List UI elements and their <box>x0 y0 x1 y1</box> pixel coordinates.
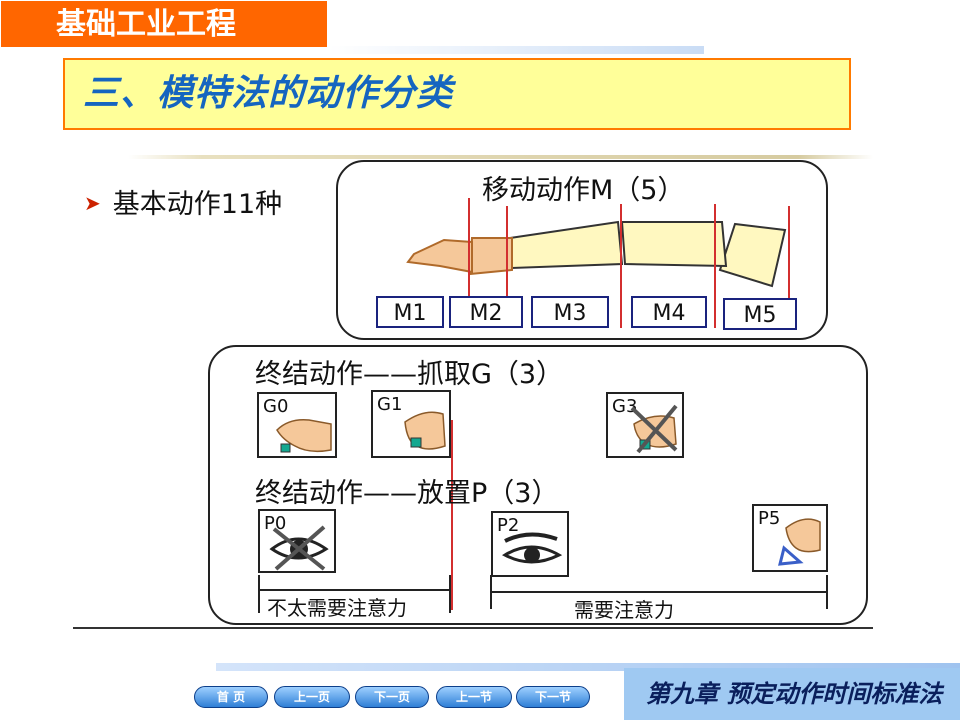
m1-box: M1 <box>376 296 444 328</box>
eye-icon <box>501 532 563 564</box>
bottom-stripe <box>216 663 960 671</box>
move-marker-5 <box>788 206 790 330</box>
brace-right-line <box>490 591 828 593</box>
m4-box: M4 <box>631 296 707 328</box>
title-box: 三、模特法的动作分类 <box>63 58 851 130</box>
bullet-item: ➤ 基本动作11种 <box>84 182 282 221</box>
chapter-label: 第九章 预定动作时间标准法 <box>646 679 943 708</box>
move-marker-1 <box>468 198 470 328</box>
m2-box: M2 <box>449 296 523 328</box>
brace-left-start <box>258 575 260 613</box>
elbow-arm-shape <box>620 221 728 268</box>
forearm-shape <box>508 220 624 270</box>
m3-box: M3 <box>531 296 609 328</box>
p2-label: P2 <box>497 515 520 536</box>
place-title: 终结动作——放置P（3） <box>255 478 559 509</box>
g1-card: G1 <box>371 390 451 458</box>
nav-home-button[interactable]: 首 页 <box>194 686 268 708</box>
move-panel-title: 移动动作M（5） <box>482 175 685 206</box>
g0-card: G0 <box>257 392 337 458</box>
bullet-arrow-icon: ➤ <box>84 191 101 215</box>
g0-label: G0 <box>263 396 289 417</box>
g1-label: G1 <box>377 394 403 415</box>
crossed-hand-icon <box>630 404 678 454</box>
nav-next-page-button[interactable]: 下一页 <box>355 686 429 708</box>
hand-icon <box>406 238 473 274</box>
brace-left-end <box>449 575 451 613</box>
end-panel <box>208 345 868 625</box>
nav-next-section-button[interactable]: 下一节 <box>516 686 590 708</box>
g3-card: G3 <box>606 392 684 458</box>
arm-illustration <box>406 220 787 288</box>
move-marker-2 <box>506 206 508 328</box>
p5-label: P5 <box>758 508 781 529</box>
place-hand-icon <box>778 518 821 566</box>
p0-label: P0 <box>264 513 287 534</box>
p2-card: P2 <box>491 511 569 577</box>
brand-label: 基础工业工程 <box>0 0 328 48</box>
title-rule <box>128 155 873 159</box>
slide-title: 三、模特法的动作分类 <box>83 73 454 114</box>
chapter-box: 第九章 预定动作时间标准法 <box>624 668 960 720</box>
brace-left-line <box>258 589 451 591</box>
brace-left-label: 不太需要注意力 <box>267 596 407 620</box>
p5-card: P5 <box>752 504 828 572</box>
brace-right-label: 需要注意力 <box>574 598 674 622</box>
end-marker <box>451 420 453 610</box>
p0-card: P0 <box>258 509 336 573</box>
grasp-hand-icon <box>276 418 332 453</box>
nav-prev-section-button[interactable]: 上一节 <box>436 686 512 708</box>
move-marker-4 <box>714 204 716 328</box>
bullet-text: 基本动作11种 <box>112 189 283 220</box>
upper-arm-shape <box>718 222 787 288</box>
g3-label: G3 <box>612 396 638 417</box>
grasp-hand-icon <box>404 411 446 450</box>
top-stripe <box>328 46 704 54</box>
grasp-title: 终结动作——抓取G（3） <box>255 359 564 390</box>
move-marker-3 <box>620 204 622 328</box>
nav-prev-page-button[interactable]: 上一页 <box>274 686 350 708</box>
m5-box: M5 <box>723 298 797 330</box>
bottom-rule <box>73 627 873 629</box>
crossed-eye-icon <box>269 525 329 571</box>
